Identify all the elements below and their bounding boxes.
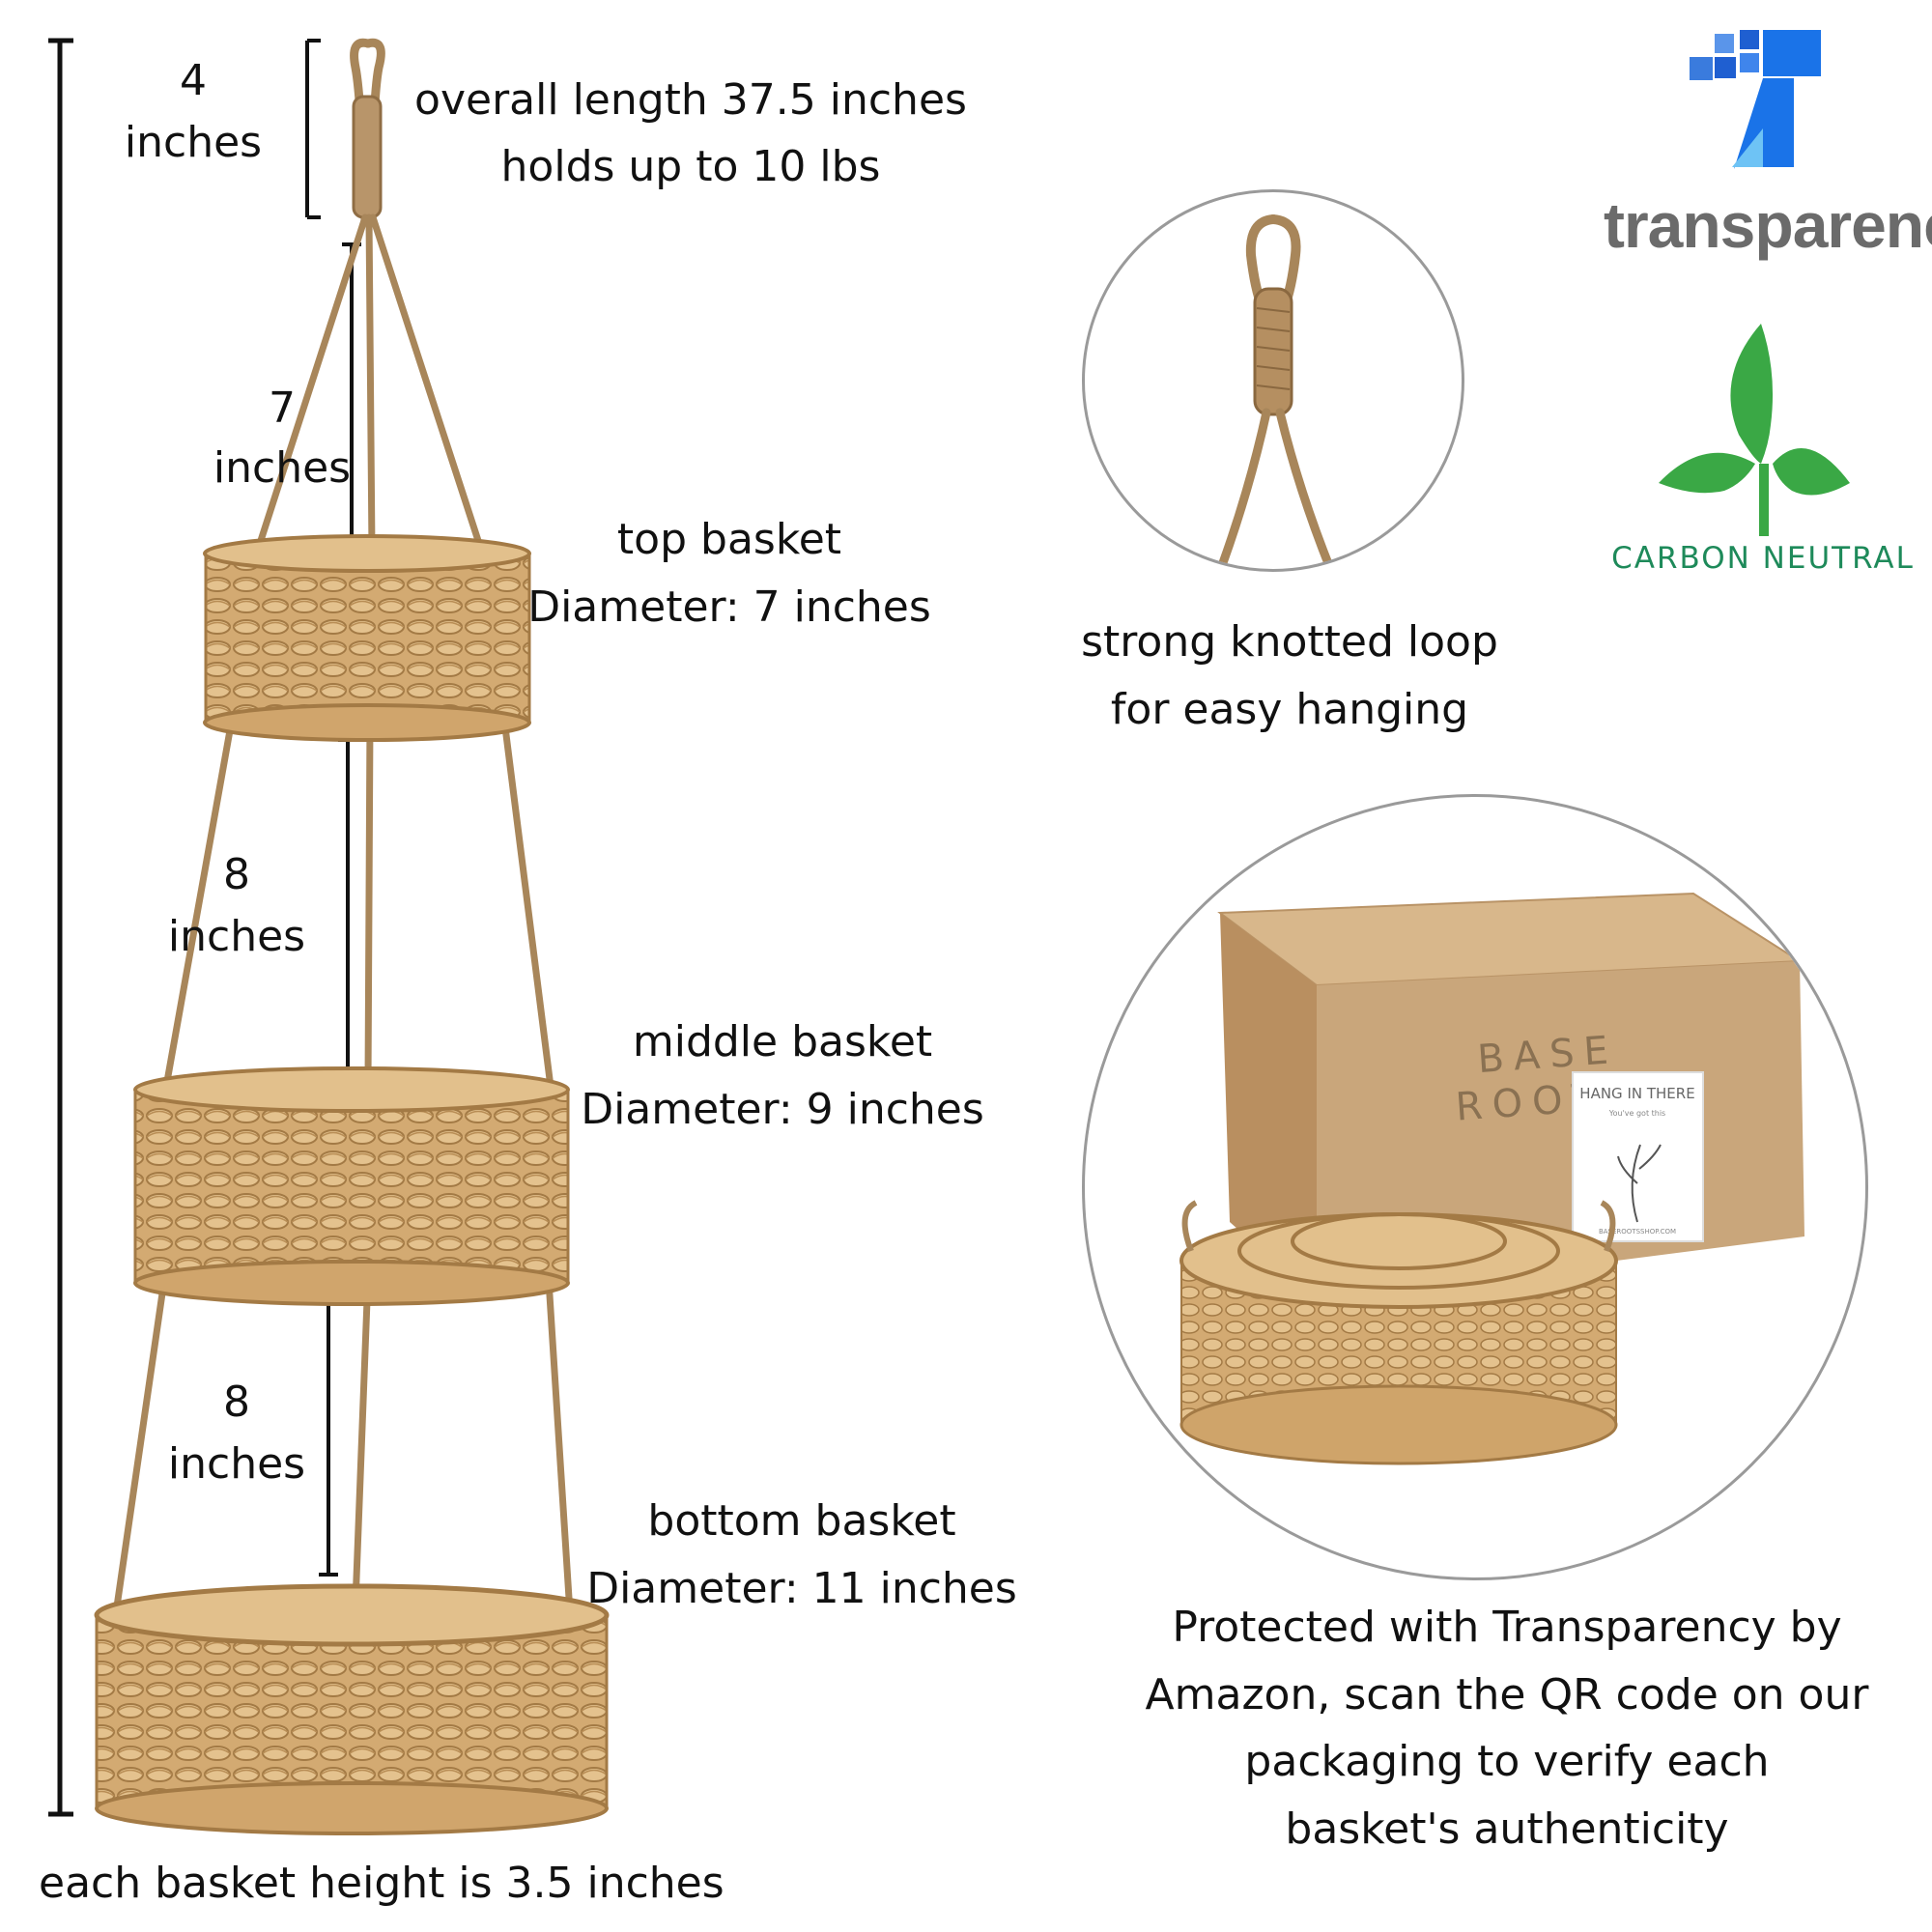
bottom-spacing-unit: inches [167,1438,306,1489]
greeting-card [1572,1071,1704,1242]
card-url: BASEROOTSSHOP.COM [1599,1228,1676,1236]
knotted-loop-line1: strong knotted loop [1081,617,1498,667]
top-basket-name: top basket [616,515,842,564]
middle-basket-diameter: Diameter: 9 inches [581,1085,984,1135]
carbon-neutral-label: CARBON NEUTRAL [1611,541,1915,576]
loop-length-bracket [305,39,321,219]
packaging-image: BASE ROOTS HANG IN THERE You've got this… [1179,892,1804,1465]
jute-ropes [112,38,574,1617]
transparency-logo-icon [1690,30,1821,169]
top-spacing-value: 7 [269,384,296,433]
card-title: HANG IN THERE [1579,1085,1694,1102]
knotted-loop-line2: for easy hanging [1110,684,1469,734]
overall-length-bracket [48,38,73,1817]
box-side [1220,913,1317,1299]
bottom-basket-name: bottom basket [647,1496,956,1546]
bottom-basket-label: bottom basket Diameter: 11 inches [570,1488,1034,1624]
overall-spec-label: overall length 37.5 inches holds up to 1… [401,68,980,200]
bottom-basket-diameter: Diameter: 11 inches [586,1564,1017,1614]
top-spacing-unit: inches [213,442,352,493]
bottom-spacing-value: 8 [223,1378,250,1427]
middle-basket [133,1066,570,1306]
packaging-detail: BASE ROOTS HANG IN THERE You've got this… [1082,794,1868,1580]
knotted-loop-image [1215,214,1336,569]
knotted-loop-caption: strong knotted loop for easy hanging [1048,609,1531,743]
bottom-basket [94,1583,610,1835]
bottom-spacing-label: 8 inches [164,1372,309,1495]
card-plant-drawing [1617,1144,1662,1223]
top-basket [203,534,531,742]
middle-spacing-bracket [338,738,357,1072]
top-basket-label: top basket Diameter: 7 inches [507,506,952,642]
carbon-neutral-icon [1659,324,1850,536]
top-spacing-label: 7 inches [205,379,359,497]
middle-basket-label: middle basket Diameter: 9 inches [565,1009,1000,1145]
transparency-note: Protected with Transparency by Amazon, s… [1092,1594,1922,1862]
overall-length-text: overall length 37.5 inches [414,75,967,125]
loop-length-unit: inches [124,117,263,167]
basket-height-note: each basket height is 3.5 inches [39,1859,724,1908]
transparency-note-line1: Protected with Transparency by [1172,1603,1842,1652]
transparency-note-line4: basket's authenticity [1285,1804,1729,1854]
middle-spacing-label: 8 inches [164,844,309,968]
middle-spacing-value: 8 [223,850,250,899]
middle-spacing-unit: inches [167,911,306,961]
bottom-spacing-bracket [319,1283,338,1577]
loop-length-value: 4 [180,56,207,105]
card-subtitle: You've got this [1608,1109,1665,1118]
top-basket-diameter: Diameter: 7 inches [527,582,931,633]
middle-basket-name: middle basket [632,1017,933,1066]
transparency-note-line3: packaging to verify each [1244,1737,1770,1787]
weight-capacity-text: holds up to 10 lbs [500,141,881,191]
transparency-logo-label: transparency [1604,189,1932,261]
knotted-loop-detail [1082,189,1464,572]
loop-length-label: 4 inches [116,50,270,174]
transparency-note-line2: Amazon, scan the QR code on our [1145,1669,1869,1719]
